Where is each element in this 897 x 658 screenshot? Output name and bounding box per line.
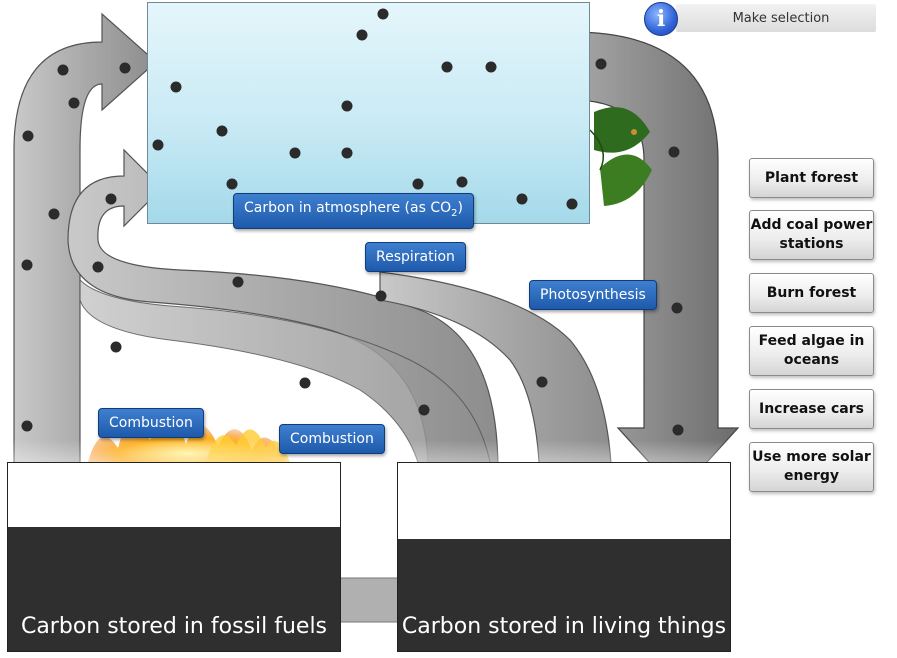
combustion-label-right-text: Combustion (290, 431, 374, 447)
photosynthesis-label: Photosynthesis (529, 280, 657, 310)
info-icon[interactable]: i (644, 2, 678, 36)
living-things-store: Carbon stored in living things (397, 462, 731, 652)
combustion-label-right: Combustion (279, 424, 385, 454)
fossil-fuels-label: Carbon stored in fossil fuels (20, 614, 328, 639)
increase-cars-button[interactable]: Increase cars (749, 389, 874, 429)
respiration-arrow-2 (379, 271, 613, 496)
respiration-label-text: Respiration (376, 249, 455, 265)
make-selection-label: Make selection (732, 10, 830, 26)
respiration-label: Respiration (365, 242, 466, 272)
atmosphere-box (147, 2, 590, 224)
use-solar-button[interactable]: Use more solar energy (749, 442, 874, 492)
fossil-fuels-store: Carbon stored in fossil fuels (7, 462, 341, 652)
fossil-fuels-level (8, 527, 340, 651)
add-coal-button[interactable]: Add coal power stations (749, 210, 874, 260)
combustion-label-left: Combustion (98, 408, 204, 438)
burn-forest-button[interactable]: Burn forest (749, 273, 874, 313)
atmosphere-dots (152, 8, 578, 210)
atmosphere-label: Carbon in atmosphere (as CO2) (233, 193, 474, 229)
make-selection-bar: Make selection (676, 4, 876, 32)
atmosphere-label-end: ) (457, 200, 463, 216)
atmosphere-label-sub: 2 (451, 207, 458, 219)
photosynthesis-label-text: Photosynthesis (540, 287, 646, 303)
combustion-label-left-text: Combustion (109, 415, 193, 431)
living-things-level (398, 539, 730, 651)
store-connector (339, 577, 399, 623)
living-things-label: Carbon stored in living things (401, 614, 727, 639)
feed-algae-button[interactable]: Feed algae in oceans (749, 326, 874, 376)
atmosphere-label-text: Carbon in atmosphere (as CO (244, 200, 452, 216)
leaf-image (589, 107, 652, 206)
plant-forest-button[interactable]: Plant forest (749, 158, 874, 198)
combustion-arrow-outer (13, 12, 157, 471)
